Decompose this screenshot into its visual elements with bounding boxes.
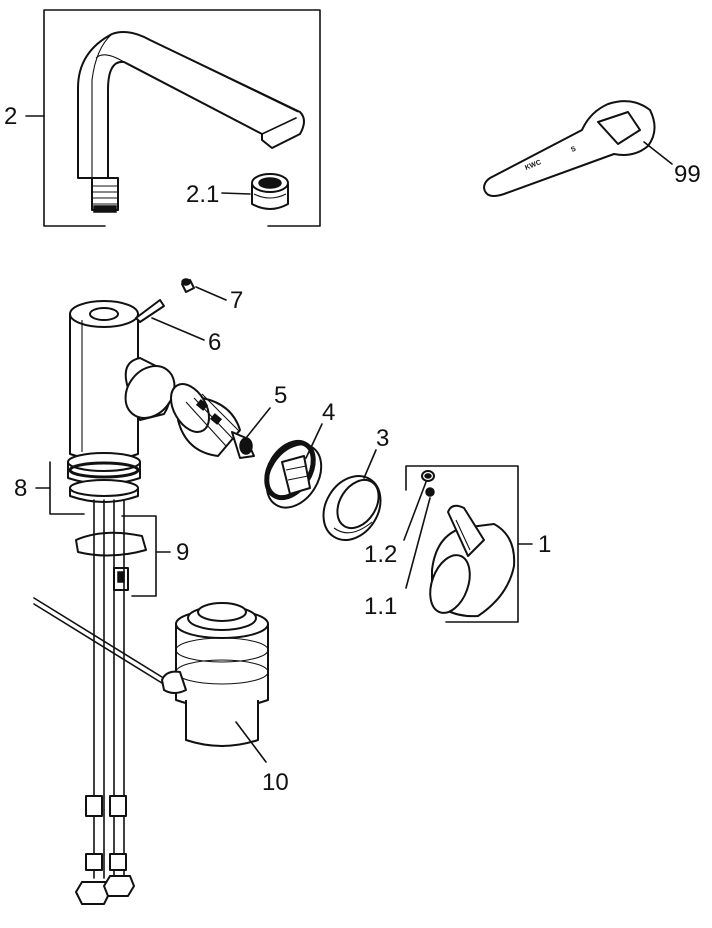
callout-6: 6 xyxy=(208,329,221,356)
small-screw-part xyxy=(425,487,435,497)
callout-4: 4 xyxy=(322,399,335,426)
callout-1: 1 xyxy=(538,531,551,558)
callout-1-2: 1.2 xyxy=(364,541,397,568)
leader-99 xyxy=(643,141,673,165)
leader-2-1 xyxy=(221,192,251,195)
waste-part xyxy=(161,602,269,747)
callout-2-1: 2.1 xyxy=(186,181,219,208)
cartridge-part xyxy=(170,383,255,459)
spout-frame xyxy=(43,9,321,227)
callout-3: 3 xyxy=(376,425,389,452)
bracket-8 xyxy=(49,461,85,515)
mixer-body xyxy=(69,300,176,461)
handle-part xyxy=(429,504,516,618)
callout-9: 9 xyxy=(176,539,189,566)
leader-3 xyxy=(363,449,377,479)
supply-hoses xyxy=(75,499,135,905)
callout-99: 99 xyxy=(674,161,701,188)
callout-7: 7 xyxy=(230,287,243,314)
callout-1-1: 1.1 xyxy=(364,593,397,620)
leader-1-1 xyxy=(405,497,431,589)
callout-10: 10 xyxy=(262,769,289,796)
lever-pin-part xyxy=(135,299,165,323)
wrench-part: KWC S xyxy=(483,100,656,197)
set-screw-part xyxy=(421,470,435,482)
callout-5: 5 xyxy=(274,382,287,409)
leader-10 xyxy=(235,721,267,763)
spout-part xyxy=(77,31,305,213)
base-rings xyxy=(67,452,141,503)
callout-2: 2 xyxy=(4,103,17,130)
callout-8: 8 xyxy=(14,475,27,502)
leader-5 xyxy=(245,407,271,439)
screw-part xyxy=(181,278,195,293)
leader-4 xyxy=(305,423,323,459)
leader-1-2 xyxy=(403,481,427,541)
leader-6 xyxy=(151,317,205,341)
fixing-set xyxy=(75,531,147,591)
bracket-9 xyxy=(121,515,157,597)
cover-part xyxy=(322,475,382,541)
leader-7 xyxy=(195,286,227,301)
handle-frame xyxy=(405,465,519,623)
popup-rod xyxy=(33,597,171,689)
wrench-mark-text: S xyxy=(570,145,577,153)
adapter-part xyxy=(264,439,323,509)
aerator-part xyxy=(251,173,289,210)
